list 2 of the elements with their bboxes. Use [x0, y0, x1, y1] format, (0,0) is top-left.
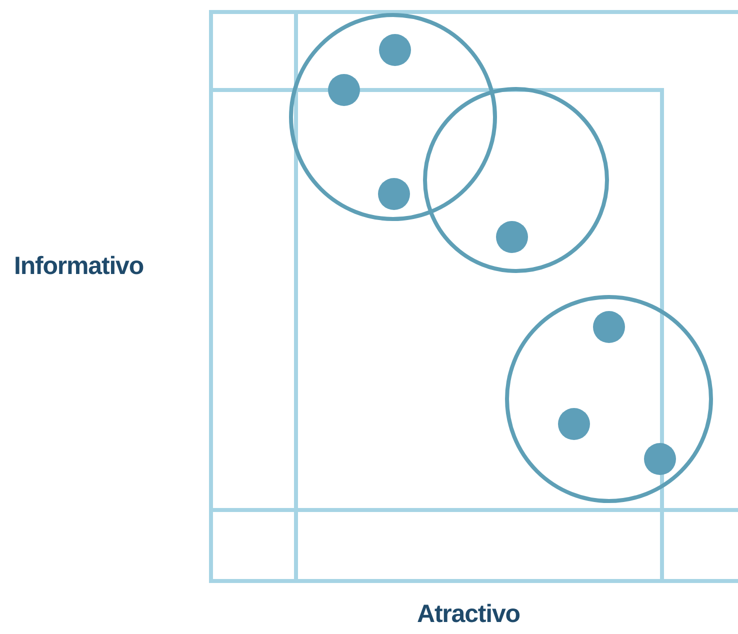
axis-label: Informativo — [14, 252, 144, 281]
axis-label: Atractivo — [417, 600, 520, 629]
